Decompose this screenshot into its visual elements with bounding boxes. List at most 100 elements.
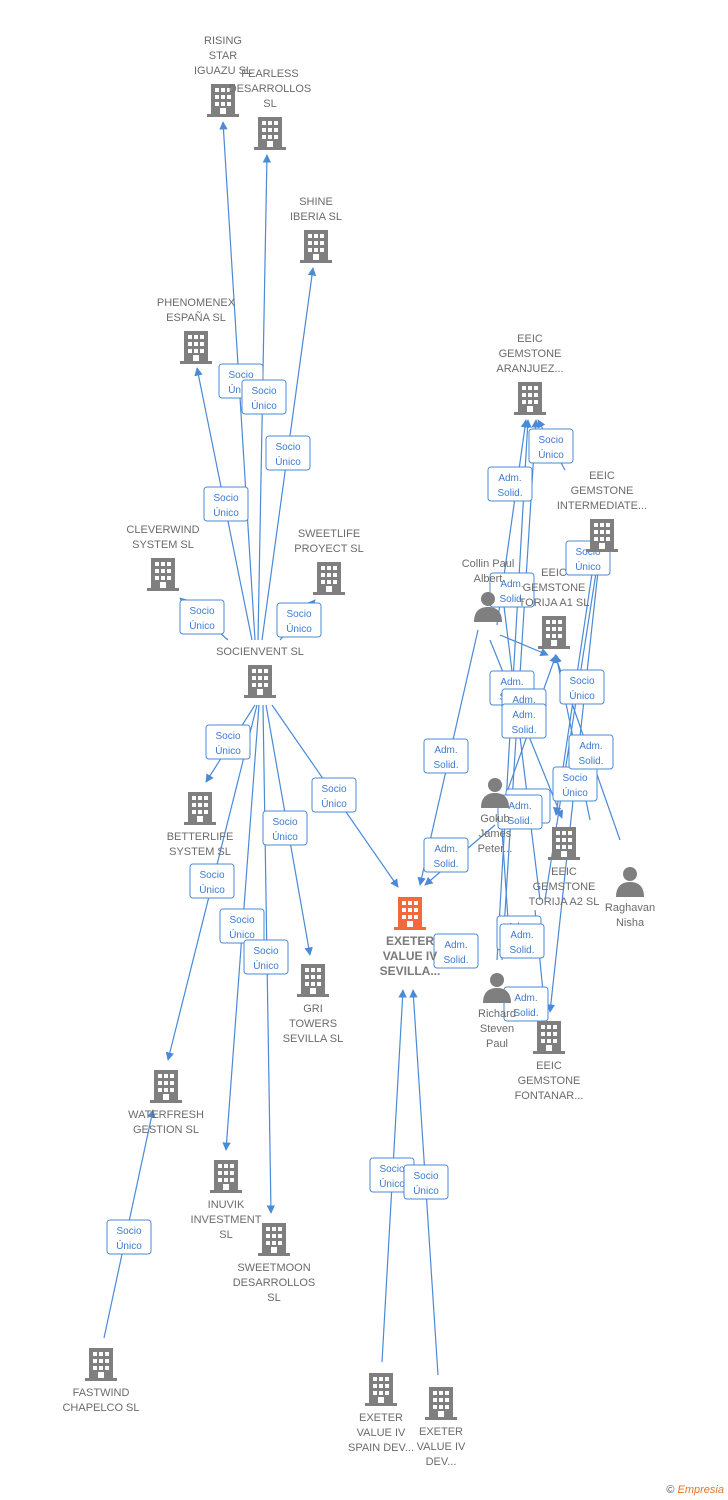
relationship-badge[interactable]: Adm.Solid.: [568, 734, 614, 770]
node-label: EEIC: [589, 470, 615, 482]
badge-frame: [568, 734, 614, 770]
badge-text: Único: [213, 506, 239, 519]
building-icon: [85, 1348, 117, 1381]
node-label: TOWERS: [289, 1018, 337, 1030]
node-label: GEMSTONE: [523, 582, 586, 594]
node-label: DEV...: [426, 1456, 457, 1468]
badge-frame: [106, 1219, 152, 1255]
node-label: INVESTMENT: [191, 1214, 262, 1226]
badge-frame: [501, 703, 547, 739]
node-label: WATERFRESH: [128, 1109, 204, 1121]
relationship-badge[interactable]: Adm.Solid.: [423, 738, 469, 774]
node-label: EEIC: [541, 567, 567, 579]
node-label: SYSTEM SL: [132, 539, 194, 551]
node-fontanar[interactable]: EEICGEMSTONEFONTANAR...: [515, 1021, 584, 1102]
relationship-badge[interactable]: Adm.Solid.: [489, 572, 535, 608]
building-icon: [254, 117, 286, 150]
badge-text: Socio: [199, 870, 224, 881]
badge-text: Socio: [116, 1226, 141, 1237]
relationship-badge[interactable]: Adm.Solid.: [423, 837, 469, 873]
relationship-badge[interactable]: Adm.Solid.: [487, 466, 533, 502]
building-icon: [258, 1223, 290, 1256]
building-icon: [538, 616, 570, 649]
relationship-badge[interactable]: Adm.Solid.: [433, 933, 479, 969]
node-label: ARANJUEZ...: [496, 363, 563, 375]
relationship-badge[interactable]: Adm.Solid.: [503, 986, 549, 1022]
node-label: FONTANAR...: [515, 1090, 584, 1102]
node-golub[interactable]: GolubJamesPeter...: [478, 778, 513, 855]
relationship-edge-21: [499, 634, 549, 656]
node-label: FEARLESS: [241, 68, 298, 80]
badge-text: Único: [275, 455, 301, 468]
node-aranjuez[interactable]: EEICGEMSTONEARANJUEZ...: [496, 333, 564, 415]
badge-frame: [503, 986, 549, 1022]
badge-frame: [265, 435, 311, 471]
relationship-badge[interactable]: Adm.Solid.: [499, 923, 545, 959]
node-label: SL: [267, 1292, 280, 1304]
badge-text: Único: [229, 928, 255, 941]
badge-text: Solid.: [443, 955, 468, 966]
node-label: IGUAZU SL: [194, 65, 252, 77]
badge-text: Solid.: [497, 488, 522, 499]
badge-text: Único: [215, 744, 241, 757]
node-intermediate[interactable]: EEICGEMSTONEINTERMEDIATE...: [557, 470, 647, 552]
node-label: RISING: [204, 35, 242, 47]
brand-name[interactable]: Empresia: [677, 1484, 724, 1496]
node-label: SYSTEM SL: [169, 846, 231, 858]
node-label: EEIC: [517, 333, 543, 345]
badge-frame: [499, 923, 545, 959]
relationship-badge[interactable]: Adm.Solid.: [501, 703, 547, 739]
node-label: Golub: [480, 813, 509, 825]
building-icon: [586, 519, 618, 552]
badge-text: Solid.: [513, 1008, 538, 1019]
badge-text: Socio: [321, 784, 346, 795]
node-label: Raghavan: [605, 902, 655, 914]
node-label: Peter...: [478, 843, 513, 855]
node-label: TORIJA A2 SL: [529, 896, 600, 908]
badge-frame: [243, 939, 289, 975]
copyright-symbol: ©: [666, 1484, 675, 1496]
node-label: VALUE IV: [417, 1441, 466, 1453]
building-icon: [184, 792, 216, 825]
badge-frame: [433, 933, 479, 969]
badge-frame: [497, 794, 543, 830]
relationship-badge[interactable]: Adm.Solid.: [497, 794, 543, 830]
node-socienvent[interactable]: SOCIENVENT SL: [216, 646, 304, 698]
